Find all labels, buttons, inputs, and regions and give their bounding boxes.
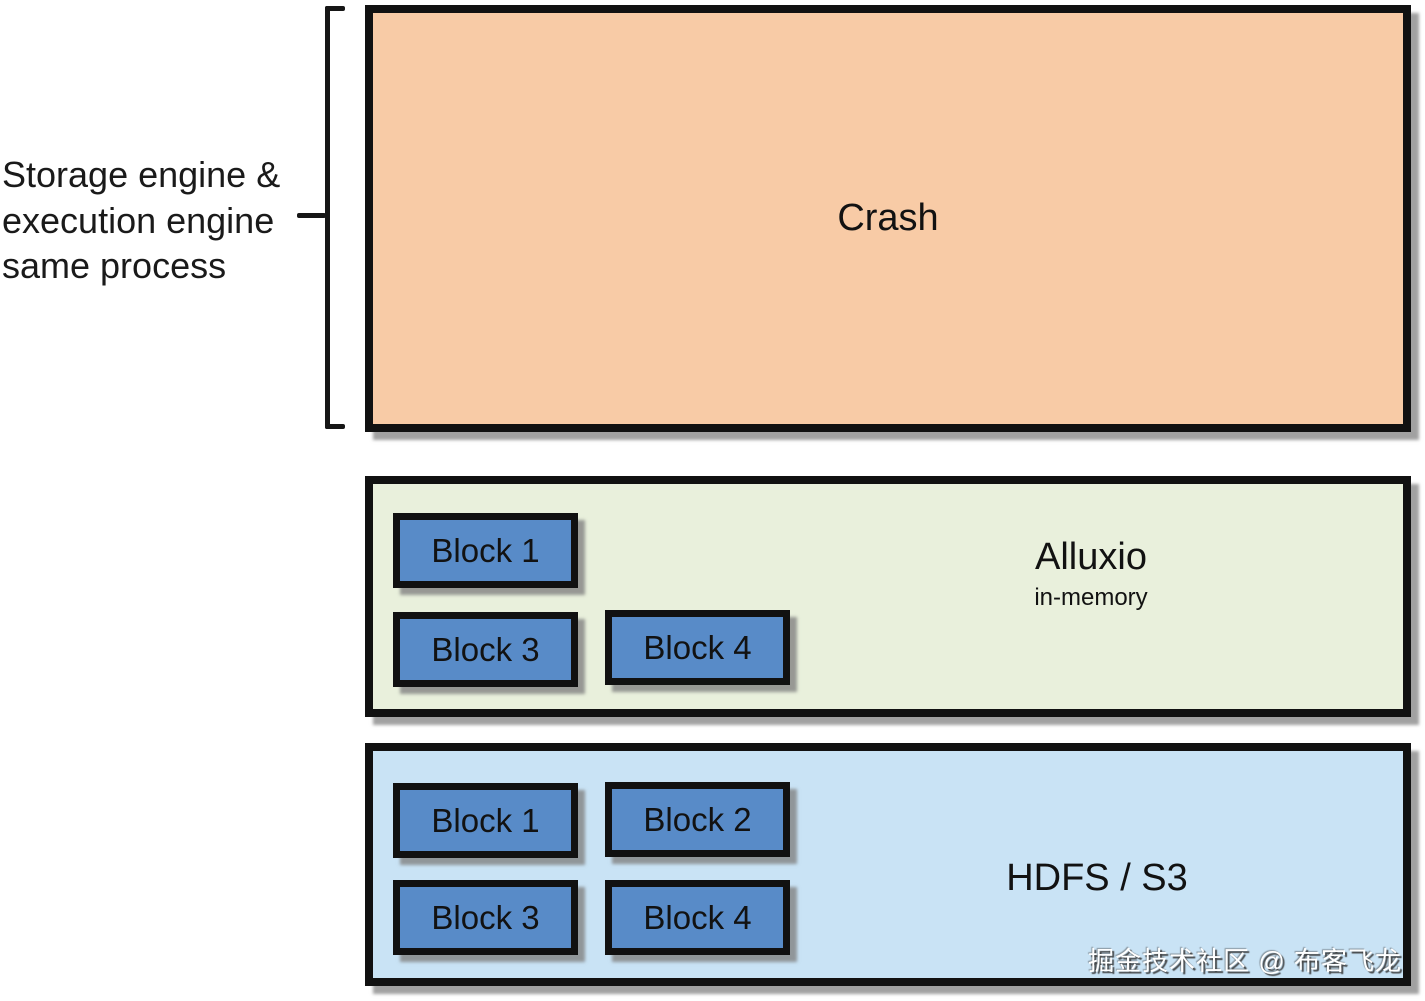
bracket-vertical-line bbox=[325, 6, 330, 429]
alluxio-block-3-label: Block 3 bbox=[431, 630, 540, 668]
alluxio-subtitle: in-memory bbox=[1034, 584, 1148, 611]
hdfs-block-1-label: Block 1 bbox=[431, 801, 540, 839]
bracket-middle-tick bbox=[297, 213, 326, 218]
bracket-bottom-hook bbox=[325, 424, 345, 429]
alluxio-block-4-label: Block 4 bbox=[643, 628, 752, 666]
crash-layer-label: Crash bbox=[837, 197, 939, 239]
hdfs-title: HDFS / S3 bbox=[1006, 857, 1188, 899]
alluxio-title: Alluxio bbox=[1035, 536, 1147, 578]
alluxio-layer-box: Block 1 Block 3 Block 4 Alluxio in-memor… bbox=[365, 476, 1411, 717]
hdfs-block-2-label: Block 2 bbox=[643, 800, 752, 838]
hdfs-block-4: Block 4 bbox=[605, 880, 790, 955]
hdfs-block-1: Block 1 bbox=[393, 783, 578, 858]
alluxio-block-3: Block 3 bbox=[393, 612, 578, 687]
hdfs-block-2: Block 2 bbox=[605, 782, 790, 857]
side-annotation-label: Storage engine & execution engine same p… bbox=[2, 154, 281, 287]
alluxio-block-1: Block 1 bbox=[393, 513, 578, 588]
crash-layer-box: Crash bbox=[365, 5, 1411, 432]
hdfs-block-3: Block 3 bbox=[393, 880, 578, 955]
hdfs-layer-label: HDFS / S3 bbox=[947, 857, 1247, 900]
hdfs-block-3-label: Block 3 bbox=[431, 898, 540, 936]
alluxio-block-1-label: Block 1 bbox=[431, 531, 540, 569]
watermark-text: 掘金技术社区 @ 布客飞龙 bbox=[1088, 946, 1402, 976]
hdfs-block-4-label: Block 4 bbox=[643, 898, 752, 936]
alluxio-layer-label: Alluxio in-memory bbox=[941, 536, 1241, 612]
alluxio-block-4: Block 4 bbox=[605, 610, 790, 685]
hdfs-layer-box: Block 1 Block 2 Block 3 Block 4 HDFS / S… bbox=[365, 743, 1411, 986]
bracket-top-hook bbox=[325, 6, 345, 11]
